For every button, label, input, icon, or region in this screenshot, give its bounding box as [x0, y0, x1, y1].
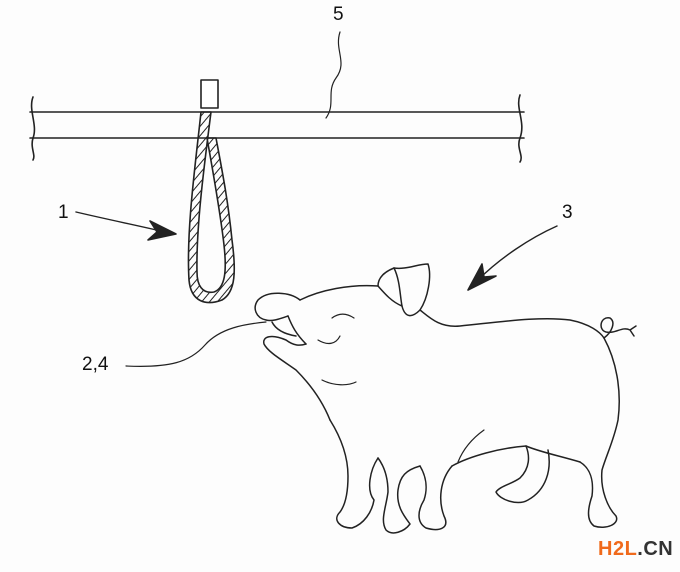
- leader-5: [325, 31, 342, 119]
- arrow-3: [467, 225, 558, 291]
- label-pig: 3: [562, 202, 573, 223]
- rope-loop: [187, 111, 236, 304]
- label-rope: 1: [58, 202, 69, 223]
- rail: [29, 79, 525, 163]
- leader-2-4: [125, 321, 267, 367]
- pig: [254, 263, 637, 534]
- arrow-1: [75, 211, 177, 241]
- label-rail: 5: [333, 4, 344, 25]
- label-mouth: 2,4: [82, 354, 109, 375]
- watermark-logo: H2L.CN: [598, 538, 674, 560]
